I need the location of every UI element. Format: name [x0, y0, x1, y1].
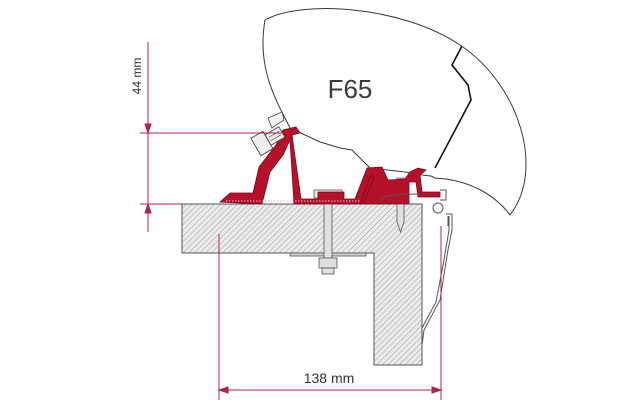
vehicle-roof-section	[181, 203, 423, 366]
awning-cassette: F65	[262, 8, 527, 216]
height-dimension-label: 44 mm	[130, 58, 144, 95]
width-dimension-label: 138 mm	[304, 370, 355, 386]
adapter-hex-bolt	[250, 126, 286, 157]
horizontal-dimension	[217, 226, 443, 400]
awning-model-label: F65	[328, 74, 373, 104]
adapter-bracket	[219, 126, 441, 205]
vertical-dimension	[140, 42, 282, 232]
awning-rail-clip	[379, 189, 453, 346]
